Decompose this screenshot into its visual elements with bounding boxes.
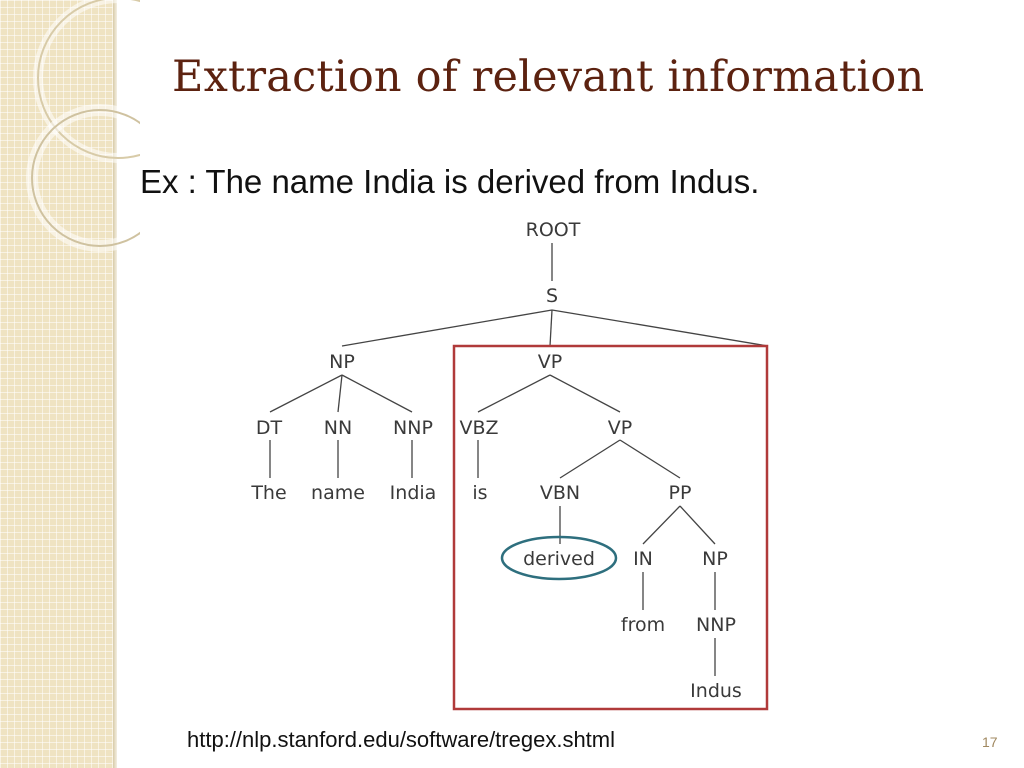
decorative-rings bbox=[26, 0, 140, 252]
source-url: http://nlp.stanford.edu/software/tregex.… bbox=[187, 727, 616, 752]
highlight-ellipse bbox=[500, 535, 618, 581]
leaf-india: India bbox=[390, 482, 437, 504]
node-vbz: VBZ bbox=[459, 417, 498, 439]
leaf-the: The bbox=[250, 482, 286, 504]
leaf-derived: derived bbox=[523, 548, 595, 570]
node-dt: DT bbox=[256, 417, 283, 439]
slide-title: Extraction of relevant information bbox=[172, 52, 925, 102]
example-sentence: Ex : The name India is derived from Indu… bbox=[140, 163, 760, 200]
leaf-indus: Indus bbox=[690, 680, 742, 702]
tree-edges bbox=[269, 243, 769, 676]
highlight-box bbox=[452, 344, 769, 711]
node-np: NP bbox=[329, 351, 355, 373]
node-vp-inner: VP bbox=[608, 417, 632, 439]
node-nnp-inner: NNP bbox=[696, 614, 736, 636]
node-nnp: NNP bbox=[393, 417, 433, 439]
node-in: IN bbox=[633, 548, 653, 570]
node-root: ROOT bbox=[526, 219, 581, 241]
node-np-inner: NP bbox=[702, 548, 728, 570]
leaf-name: name bbox=[311, 482, 365, 504]
node-pp: PP bbox=[669, 482, 692, 504]
node-s: S bbox=[546, 285, 558, 307]
node-vp: VP bbox=[538, 351, 562, 373]
sidebar-edge bbox=[113, 0, 117, 768]
node-vbn: VBN bbox=[540, 482, 580, 504]
node-nn: NN bbox=[324, 417, 352, 439]
page-number: 17 bbox=[982, 734, 998, 750]
leaf-is: is bbox=[472, 482, 487, 504]
leaf-from: from bbox=[621, 614, 665, 636]
